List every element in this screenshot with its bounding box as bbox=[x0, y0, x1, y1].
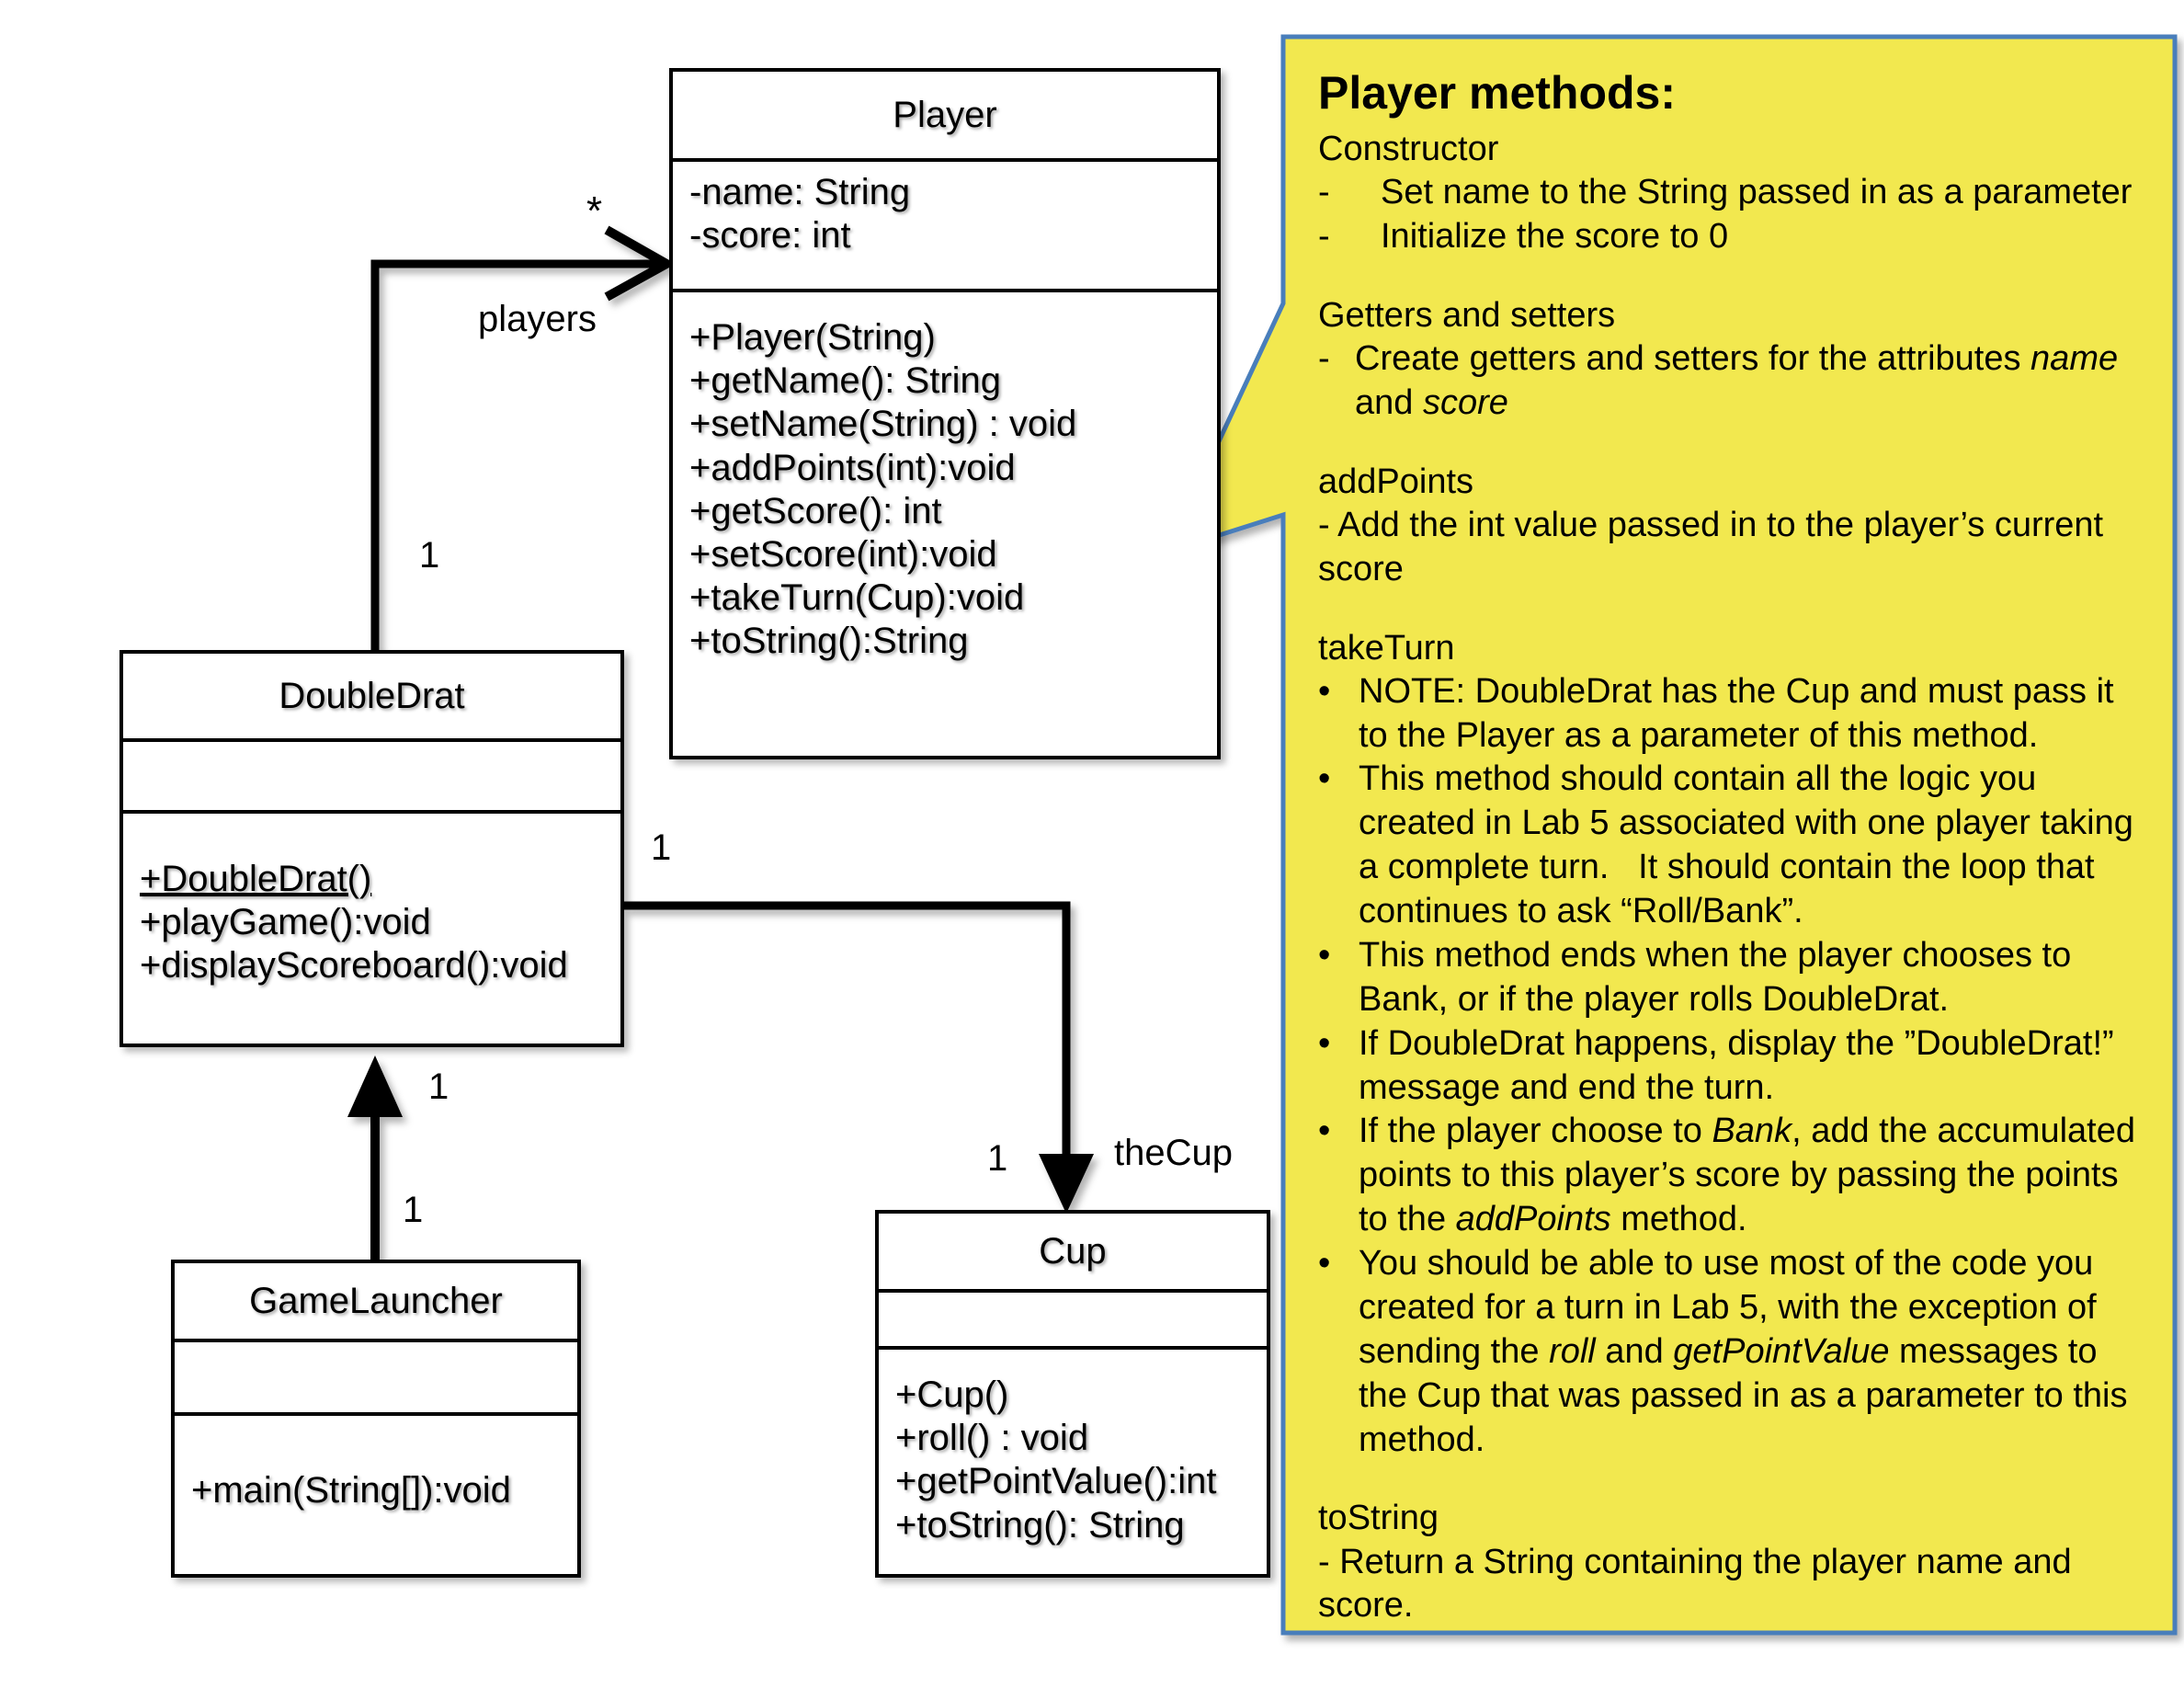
bullet-item: • You should be able to use most of the … bbox=[1318, 1242, 2147, 1462]
operation-row: +Player(String) bbox=[689, 317, 936, 358]
operation-row: +playGame():void bbox=[140, 902, 431, 943]
section-heading-addpoints: addPoints bbox=[1318, 462, 1474, 501]
spacer bbox=[1318, 592, 2147, 627]
list-item-text: Create getters and setters for the attri… bbox=[1355, 338, 2119, 422]
list-item: - Create getters and setters for the att… bbox=[1318, 337, 2147, 426]
bullet-marker: • bbox=[1318, 1112, 1331, 1151]
bullet-marker: • bbox=[1318, 1023, 1331, 1063]
class-box-cup[interactable]: Cup +Cup() +roll() : void +getPointValue… bbox=[875, 1210, 1270, 1578]
list-item: - Set name to the String passed in as a … bbox=[1318, 171, 2147, 215]
class-operations-doubledrat: +DoubleDrat() +playGame():void +displayS… bbox=[123, 810, 620, 999]
role-label-players: players bbox=[478, 299, 597, 339]
list-item-text: Set name to the String passed in as a pa… bbox=[1381, 173, 2133, 212]
class-box-doubledrat[interactable]: DoubleDrat +DoubleDrat() +playGame():voi… bbox=[119, 650, 624, 1047]
multiplicity-doubledrat-player: 1 bbox=[419, 535, 440, 576]
spacer bbox=[1318, 426, 2147, 461]
multiplicity-cup-end: 1 bbox=[987, 1138, 1008, 1179]
operation-row: +setName(String) : void bbox=[689, 404, 1077, 445]
operation-row: +main(String[]):void bbox=[191, 1470, 511, 1511]
bullet-item: • This method should contain all the log… bbox=[1318, 758, 2147, 934]
section-heading-tostring: toString bbox=[1318, 1499, 1439, 1538]
multiplicity-doubledrat-cup: 1 bbox=[651, 827, 672, 868]
class-name-player: Player bbox=[893, 94, 997, 135]
operation-row: +toString():String bbox=[689, 621, 969, 662]
bullet-text: This method should contain all the logic… bbox=[1359, 759, 2133, 931]
class-name-cup: Cup bbox=[1039, 1230, 1107, 1272]
spacer bbox=[1318, 1462, 2147, 1497]
bullet-text: NOTE: DoubleDrat has the Cup and must pa… bbox=[1359, 671, 2114, 755]
callout-shape bbox=[1163, 34, 2178, 1636]
bullet-marker: • bbox=[1318, 759, 1331, 799]
bullet-item: • If the player choose to Bank, add the … bbox=[1318, 1110, 2147, 1242]
class-attributes-gamelauncher bbox=[175, 1339, 577, 1412]
section-heading-taketurn: takeTurn bbox=[1318, 628, 1455, 667]
multiplicity-player-star: * bbox=[586, 188, 603, 234]
class-box-player[interactable]: Player -name: String -score: int +Player… bbox=[669, 68, 1221, 759]
class-attributes-player: -name: String -score: int bbox=[673, 158, 1217, 289]
operation-row: +Cup() bbox=[895, 1374, 1009, 1415]
operation-row: +displayScoreboard():void bbox=[140, 945, 568, 987]
section-heading-getters-setters: Getters and setters bbox=[1318, 295, 1616, 335]
operation-row: +addPoints(int):void bbox=[689, 447, 1016, 488]
class-name-gamelauncher: GameLauncher bbox=[249, 1280, 503, 1321]
callout-content: Player methods: Constructor - Set name t… bbox=[1283, 29, 2175, 1633]
attribute-row: -score: int bbox=[689, 215, 851, 257]
spacer bbox=[1318, 259, 2147, 294]
bullet-marker: • bbox=[1318, 671, 1331, 711]
multiplicity-gamelauncher-end: 1 bbox=[403, 1190, 424, 1230]
assoc-doubledrat-player bbox=[370, 225, 677, 655]
operation-row: +getName(): String bbox=[689, 360, 1002, 402]
class-box-gamelauncher[interactable]: GameLauncher +main(String[]):void bbox=[171, 1260, 581, 1578]
section-heading-constructor: Constructor bbox=[1318, 130, 1499, 168]
role-label-thecup: theCup bbox=[1114, 1133, 1233, 1173]
bullet-text: You should be able to use most of the co… bbox=[1359, 1244, 2128, 1459]
section-paragraph-addpoints: - Add the int value passed in to the pla… bbox=[1318, 505, 2104, 588]
assoc-doubledrat-cup bbox=[624, 901, 1094, 1214]
section-paragraph-tostring: - Return a String containing the player … bbox=[1318, 1542, 2072, 1625]
class-name-doubledrat: DoubleDrat bbox=[279, 675, 465, 716]
bullet-marker: • bbox=[1318, 1244, 1331, 1283]
assoc-gamelauncher-doubledrat bbox=[347, 1055, 403, 1264]
operation-row: +DoubleDrat() bbox=[140, 859, 372, 899]
callout-player-methods: Player methods: Constructor - Set name t… bbox=[1256, 29, 2175, 1633]
multiplicity-doubledrat-end: 1 bbox=[428, 1066, 449, 1107]
bullet-item: • NOTE: DoubleDrat has the Cup and must … bbox=[1318, 670, 2147, 758]
bullet-item: • If DoubleDrat happens, display the ”Do… bbox=[1318, 1022, 2147, 1111]
class-operations-cup: +Cup() +roll() : void +getPointValue():i… bbox=[879, 1346, 1267, 1558]
bullet-item: • This method ends when the player choos… bbox=[1318, 934, 2147, 1022]
bullet-marker: • bbox=[1318, 935, 1331, 975]
dash-marker: - bbox=[1318, 216, 1330, 256]
class-attributes-doubledrat bbox=[123, 738, 620, 810]
operation-row: +toString(): String bbox=[895, 1504, 1185, 1545]
attribute-row: -name: String bbox=[689, 172, 911, 212]
operation-row: +setScore(int):void bbox=[689, 533, 997, 575]
operation-row: +getPointValue():int bbox=[895, 1461, 1217, 1502]
class-operations-player: +Player(String) +getName(): String +setN… bbox=[673, 289, 1217, 675]
list-item: - Initialize the score to 0 bbox=[1318, 215, 2147, 259]
bullet-text: This method ends when the player chooses… bbox=[1359, 935, 2072, 1019]
operation-row: +getScore(): int bbox=[689, 490, 942, 531]
operation-row: +roll() : void bbox=[895, 1418, 1089, 1459]
operation-row: +takeTurn(Cup):void bbox=[689, 577, 1025, 619]
class-attributes-cup bbox=[879, 1289, 1267, 1346]
bullet-text: If the player choose to Bank, add the ac… bbox=[1359, 1112, 2135, 1239]
class-operations-gamelauncher: +main(String[]):void bbox=[175, 1412, 577, 1523]
dash-marker: - bbox=[1318, 338, 1330, 378]
bullet-text: If DoubleDrat happens, display the ”Doub… bbox=[1359, 1023, 2114, 1107]
dash-marker: - bbox=[1318, 173, 1330, 212]
list-item-text: Initialize the score to 0 bbox=[1381, 216, 1729, 256]
callout-title: Player methods: bbox=[1318, 67, 1677, 119]
